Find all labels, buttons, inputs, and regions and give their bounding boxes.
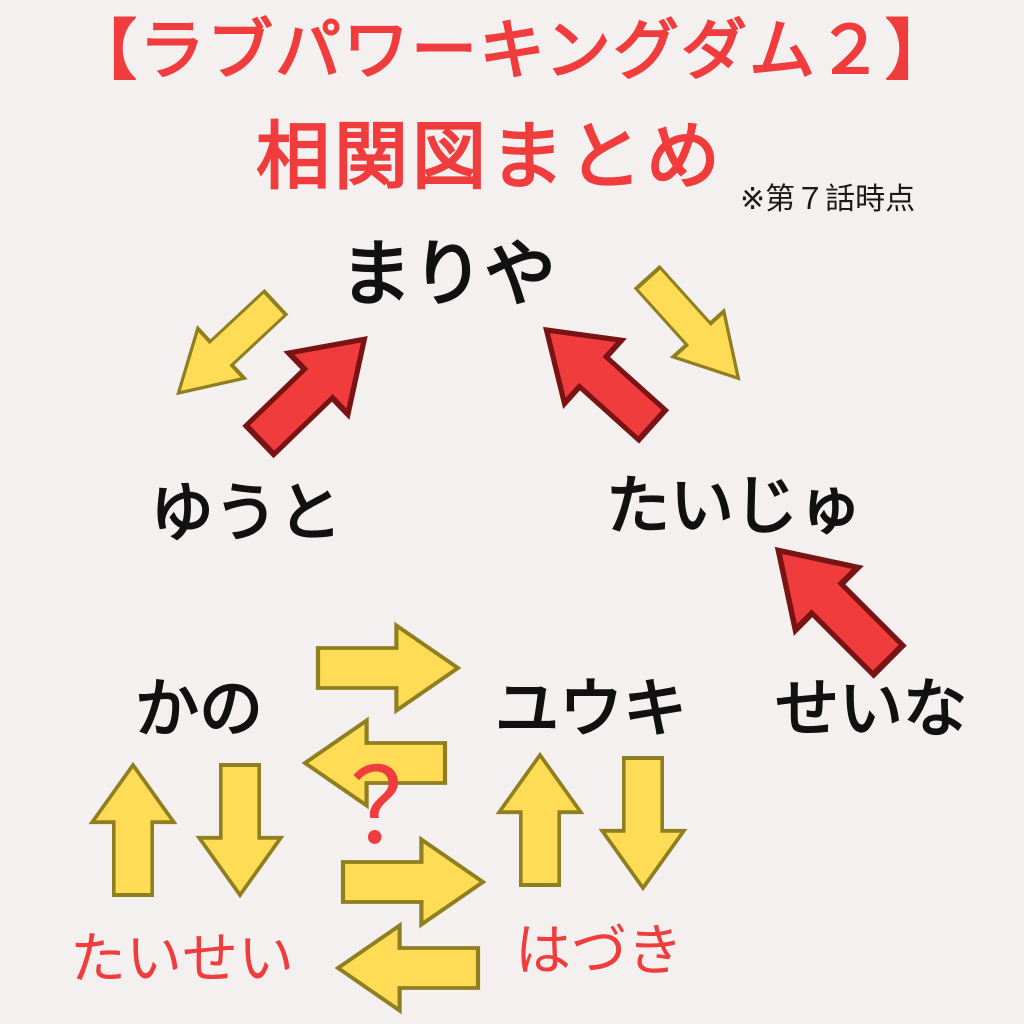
node-mariya: まりや [340,232,557,316]
arrow-yuki-to-hazuki [600,756,686,890]
arrow-hazuki-to-taisei [338,926,478,1011]
node-kano: かの [135,673,263,747]
arrow-kano-to-yuki [318,626,458,711]
arrow-hazuki-to-yuki [497,753,583,887]
title-line-2: 相関図まとめ [256,114,724,200]
title-line-1: 【ラブパワーキングダム２】 [70,12,954,89]
arrow-seina-to-taiju [747,519,919,691]
arrow-taiju-to-mariya [518,298,680,456]
node-taiju: たいじゅ [606,470,862,544]
node-yuki: ユウキ [495,673,687,747]
arrow-mariya-to-taiju [620,253,766,403]
question-mark: ？ [350,746,455,868]
time-note: ※第７話時点 [740,182,916,217]
node-hazuki: はづき [515,919,683,984]
node-seina: せいな [775,673,967,747]
arrow-taisei-to-kano [90,763,176,897]
node-taisei: たいせい [70,927,294,992]
arrow-kano-to-taisei [197,763,283,897]
node-yuto: ゆうと [150,477,342,551]
